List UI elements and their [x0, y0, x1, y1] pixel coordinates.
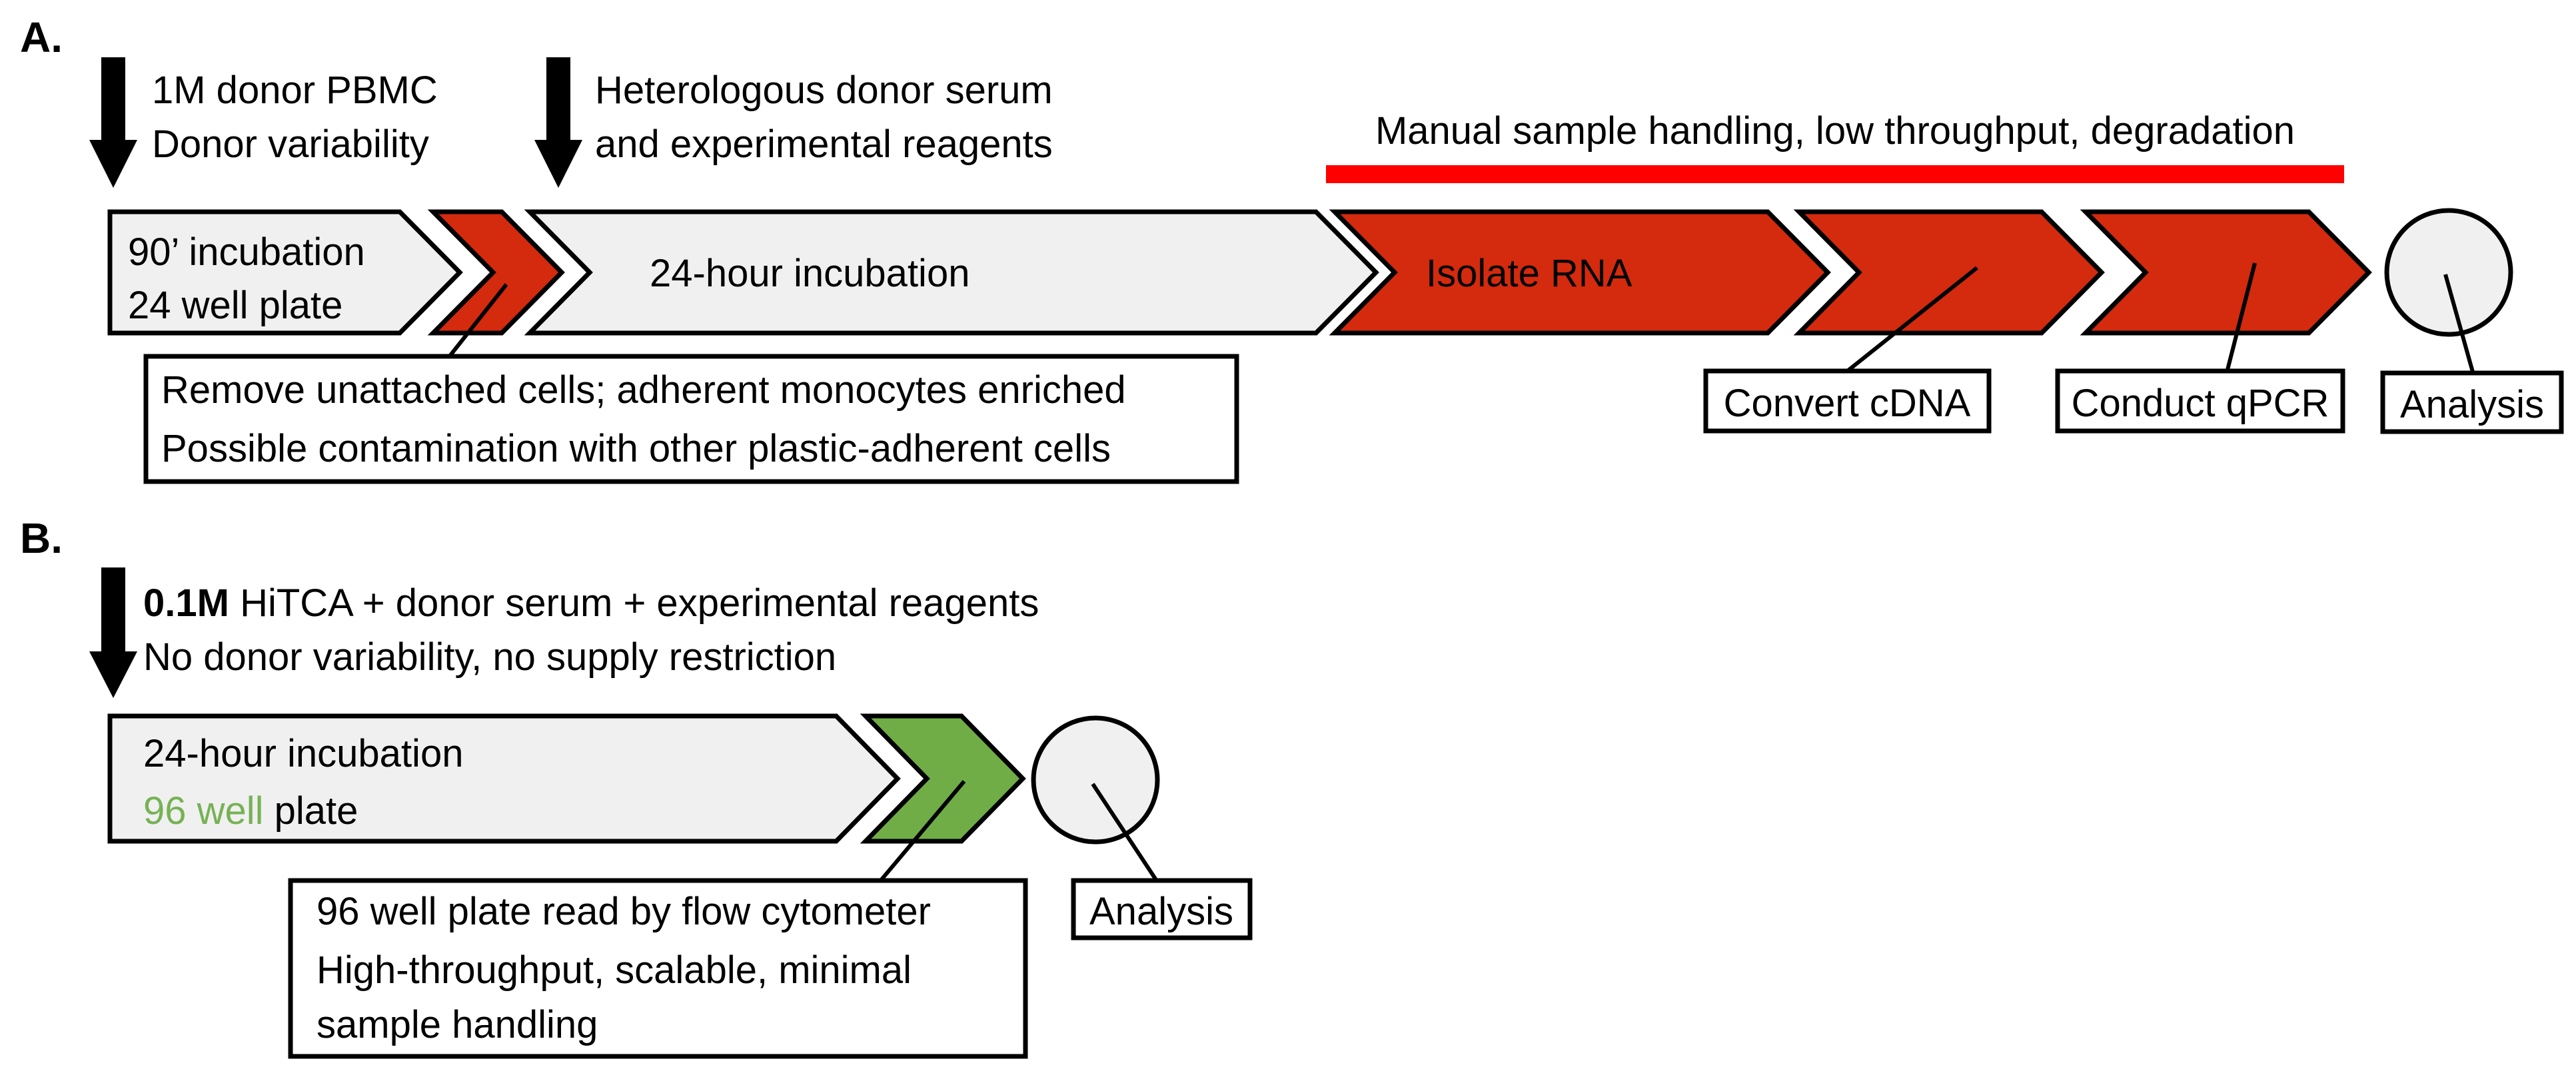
- panel-a-label: A.: [20, 13, 63, 61]
- monocyte-note-line1: Remove unattached cells; adherent monocy…: [161, 368, 1126, 412]
- input-serum-label-line2: and experimental reagents: [595, 123, 1053, 166]
- step1-label-96well: 96 well: [143, 789, 264, 833]
- flow-note-line1: 96 well plate read by flow cytometer: [317, 890, 931, 933]
- transfer-chevron-green: [860, 713, 1026, 844]
- flow-note-line3: sample handling: [317, 1003, 598, 1046]
- panel-a: A. 1M donor PBMC Donor variability Heter…: [20, 13, 2564, 484]
- input-serum-label-line1: Heterologous donor serum: [595, 69, 1053, 112]
- flow-note-line2: High-throughput, scalable, minimal: [317, 948, 912, 992]
- input-hitca-label: 0.1M HiTCA + donor serum + experimental …: [143, 581, 1039, 625]
- panel-b-label: B.: [20, 514, 63, 562]
- connector-line: [2225, 262, 2257, 373]
- conduct-qpcr-label: Conduct qPCR: [2072, 382, 2329, 425]
- monocyte-note-line2: Possible contamination with other plasti…: [161, 427, 1111, 470]
- flow-cytometer-note-box: [288, 878, 1028, 1059]
- analysis-label: Analysis: [1089, 890, 1233, 933]
- connector-line: [1091, 783, 1159, 883]
- connector-line: [878, 780, 966, 883]
- connector-line: [2443, 274, 2475, 375]
- step1-label-plate: plate: [264, 789, 358, 833]
- donor-variability-warning: Donor variability: [152, 123, 429, 166]
- analysis-circle: [1031, 715, 1160, 845]
- analysis-circle: [2384, 208, 2513, 337]
- monocyte-note-box: [143, 354, 1239, 484]
- input-hitca-rest: HiTCA + donor serum + experimental reage…: [229, 581, 1039, 625]
- step-isolate-rna-arrow: [1329, 209, 1831, 336]
- input-down-arrow-icon: [89, 567, 137, 698]
- analysis-box: [1071, 878, 1253, 940]
- step-incubation-90min-arrow: [107, 209, 463, 336]
- step-incubation-24h-arrow: [107, 713, 901, 844]
- conduct-qpcr-box: [2055, 368, 2345, 434]
- step1-label-line2: 24 well plate: [128, 284, 342, 327]
- input-pbmc-label: 1M donor PBMC: [152, 69, 438, 112]
- step2-label: 24-hour incubation: [650, 252, 969, 295]
- connector-line: [446, 283, 508, 359]
- no-variability-note: No donor variability, no supply restrict…: [143, 635, 836, 679]
- connector-line: [1844, 266, 1978, 374]
- step3-label: Isolate RNA: [1426, 252, 1632, 295]
- analysis-box: [2380, 370, 2564, 434]
- manual-handling-warning: Manual sample handling, low throughput, …: [1375, 109, 2295, 153]
- panel-b: B. 0.1M HiTCA + donor serum + experiment…: [20, 514, 1253, 1059]
- step-convert-cdna-chevron: [1793, 209, 2105, 336]
- step1-label-line2: 96 well plate: [143, 789, 358, 833]
- step1-label-line1: 90’ incubation: [128, 230, 365, 274]
- analysis-label: Analysis: [2400, 383, 2544, 426]
- transfer-chevron-red: [427, 209, 565, 336]
- step-incubation-24h-arrow: [524, 209, 1379, 336]
- warning-underline-bar: [1326, 165, 2344, 183]
- step1-label-line1: 24-hour incubation: [143, 732, 463, 775]
- step-conduct-qpcr-chevron: [2080, 209, 2372, 336]
- input-down-arrow-icon: [89, 57, 137, 188]
- input-hitca-bold: 0.1M: [143, 581, 229, 625]
- convert-cdna-box: [1703, 368, 1992, 434]
- input-down-arrow-icon: [534, 57, 582, 188]
- convert-cdna-label: Convert cDNA: [1724, 382, 1971, 425]
